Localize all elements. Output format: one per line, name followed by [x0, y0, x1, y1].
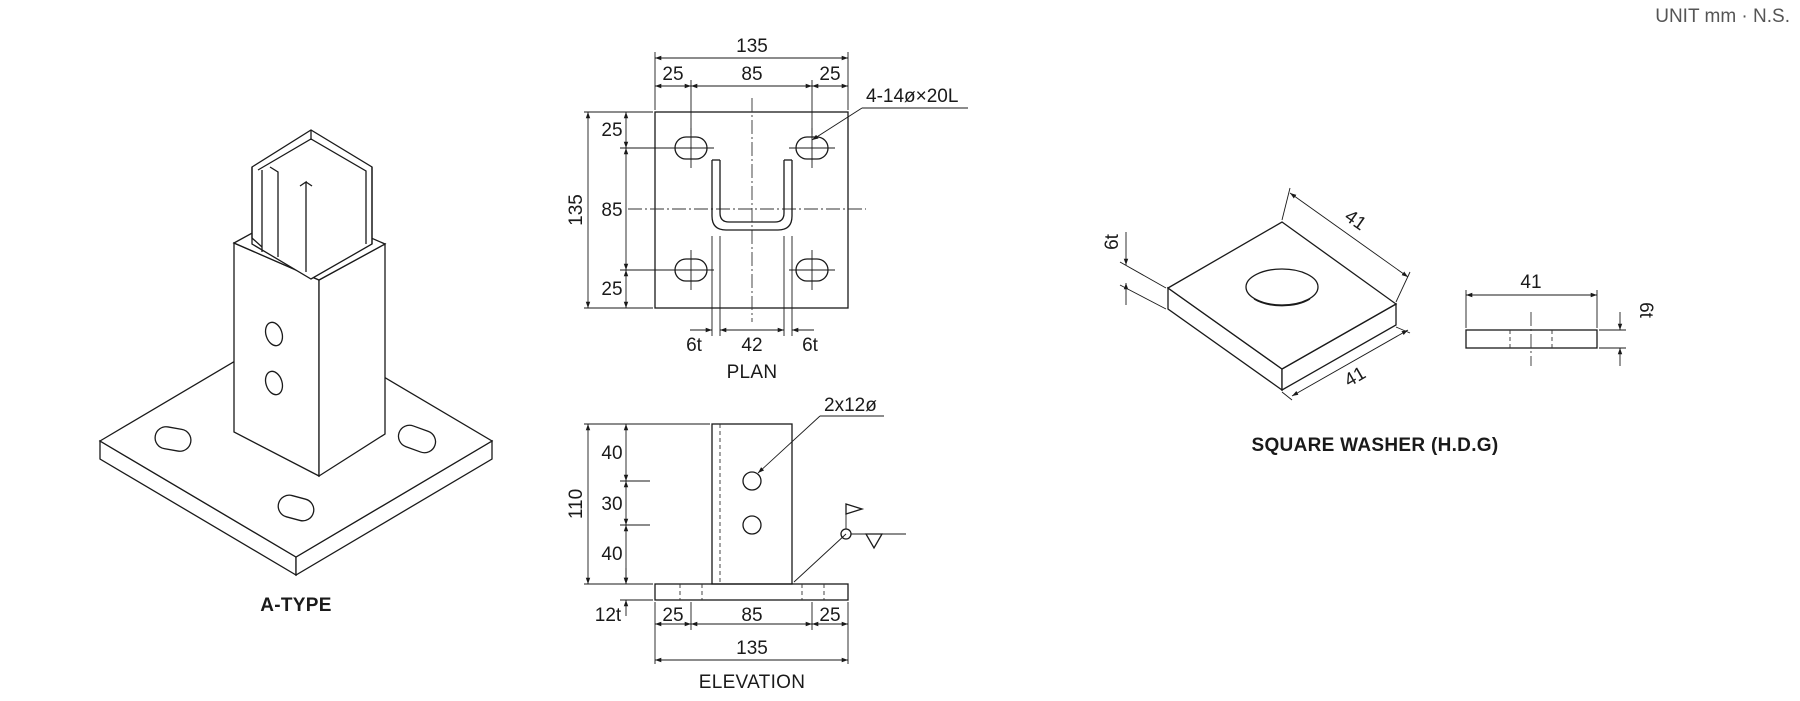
washer-iso-len-top: 41 [1340, 206, 1369, 235]
a-type-title: A-TYPE [260, 595, 331, 616]
washer-side-len: 41 [1520, 272, 1541, 293]
plan-thk-right: 6t [802, 335, 819, 356]
elev-hole-callout: 2x12ø [824, 395, 877, 416]
elev-seg-mid: 30 [601, 494, 622, 515]
plan-title: PLAN [727, 362, 778, 383]
elevation-view [584, 415, 906, 664]
elev-width-mid: 85 [741, 605, 762, 626]
washer-side-view [1465, 290, 1626, 366]
washer-iso-len-bottom: 41 [1341, 363, 1370, 392]
plan-width-total: 135 [736, 36, 768, 57]
elev-width-total: 135 [736, 638, 768, 659]
plan-thk-left: 6t [686, 335, 703, 356]
plan-height-mid: 85 [601, 200, 622, 221]
plan-width-mid: 85 [741, 64, 762, 85]
plan-hole-callout: 4-14ø×20L [866, 86, 958, 107]
washer-side-thk: 6t [1635, 302, 1656, 319]
elev-width-edge-left: 25 [662, 605, 683, 626]
elev-height-total: 110 [566, 489, 587, 519]
elev-seg-bottom: 40 [601, 544, 622, 565]
plan-height-total: 135 [566, 194, 587, 226]
washer-iso-thk: 6t [1102, 233, 1123, 250]
washer-title: SQUARE WASHER (H.D.G) [1252, 435, 1499, 456]
washer-isometric-view [1119, 187, 1411, 401]
plan-channel-width: 42 [741, 335, 762, 356]
elev-plate-thk: 12t [595, 605, 622, 626]
unit-note: UNIT mm · N.S. [1655, 6, 1790, 27]
elev-width-edge-right: 25 [819, 605, 840, 626]
plan-width-edge-right: 25 [819, 64, 840, 85]
plan-width-edge-left: 25 [662, 64, 683, 85]
a-type-isometric-view [98, 129, 494, 577]
elevation-title: ELEVATION [699, 672, 806, 693]
plan-height-edge-top: 25 [601, 120, 622, 141]
elev-seg-top: 40 [601, 443, 622, 464]
plan-view [584, 52, 968, 336]
plan-height-edge-bottom: 25 [601, 279, 622, 300]
